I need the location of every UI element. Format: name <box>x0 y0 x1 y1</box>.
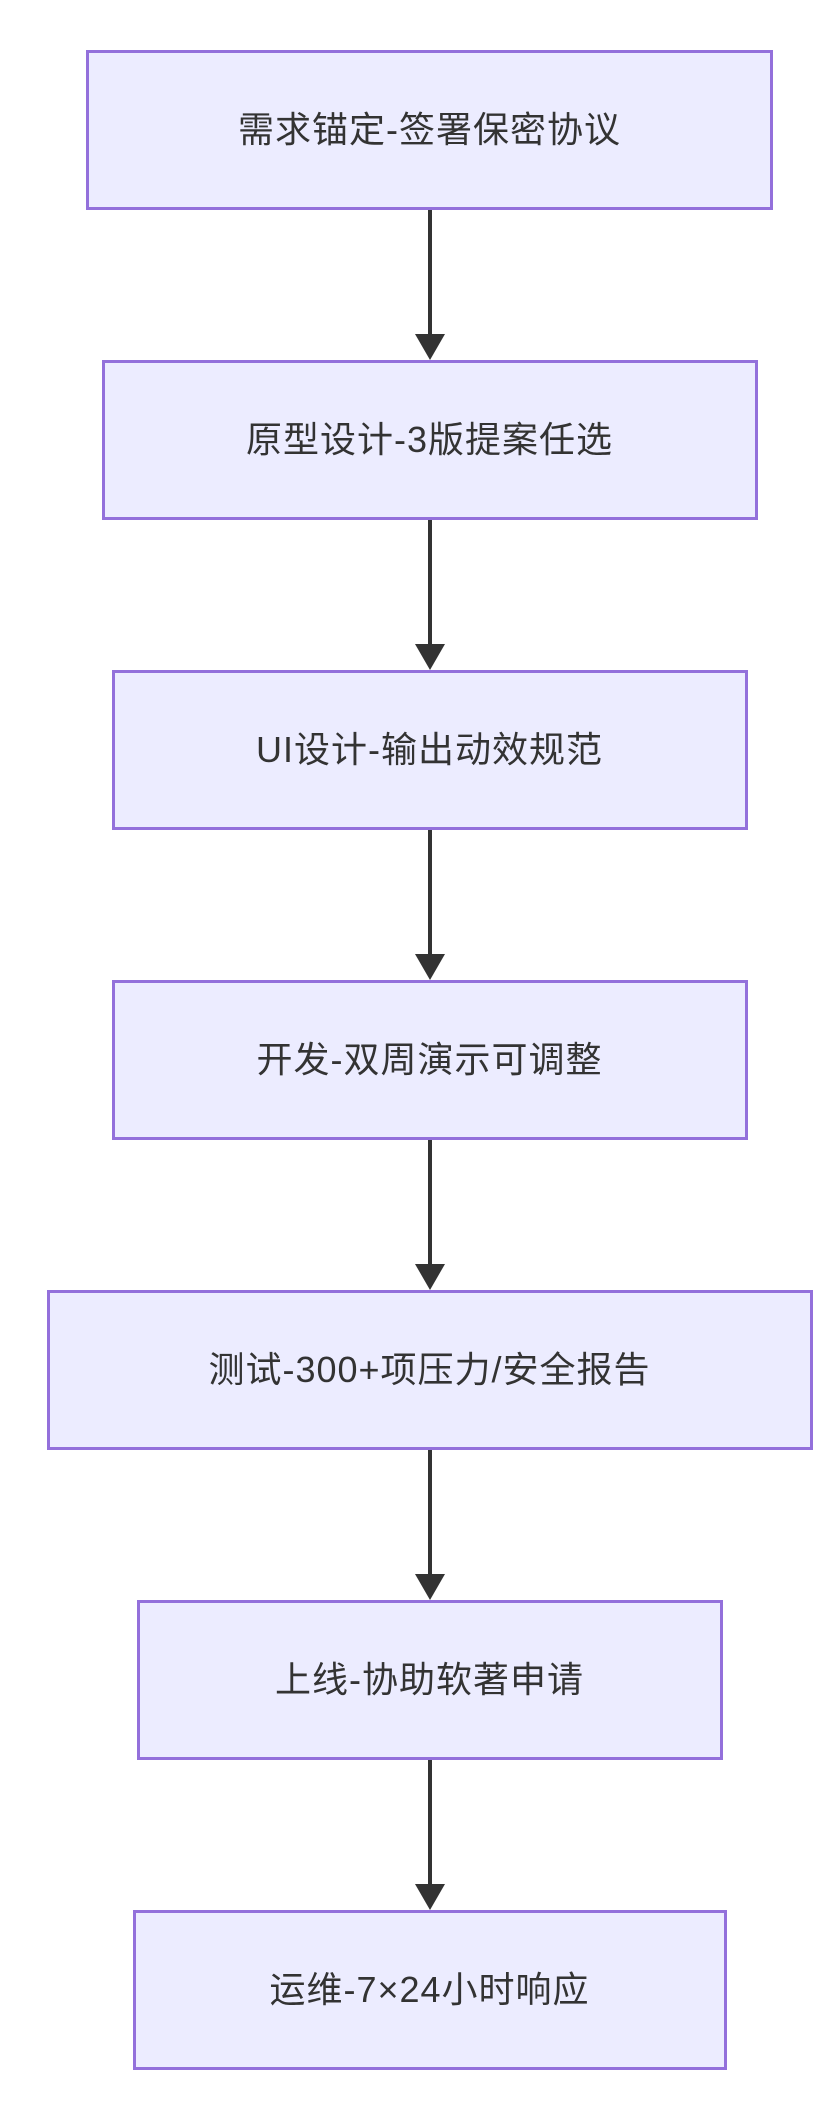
flow-node-requirement: 需求锚定-签署保密协议 <box>86 50 773 210</box>
flow-node-development: 开发-双周演示可调整 <box>111 980 748 1140</box>
flow-arrow-2 <box>414 520 446 670</box>
arrow-line <box>427 830 432 955</box>
arrow-line <box>427 1140 432 1265</box>
flow-node-launch: 上线-协助软著申请 <box>136 1600 723 1760</box>
flow-node-ui-design: UI设计-输出动效规范 <box>111 670 748 830</box>
arrow-line <box>427 1450 432 1575</box>
flow-node-testing-label: 测试-300+项压力/安全报告 <box>208 1349 651 1391</box>
flow-node-launch-label: 上线-协助软著申请 <box>275 1659 584 1701</box>
arrowhead-down-icon <box>414 954 445 980</box>
flow-arrow-3 <box>414 830 446 980</box>
flowchart-column: 需求锚定-签署保密协议 原型设计-3版提案任选 UI设计-输出动效规范 开发-双… <box>16 0 827 2070</box>
flow-node-operations-label: 运维-7×24小时响应 <box>269 1969 590 2011</box>
arrowhead-down-icon <box>414 1574 445 1600</box>
flow-arrow-4 <box>414 1140 446 1290</box>
arrowhead-down-icon <box>414 1264 445 1290</box>
arrowhead-down-icon <box>414 644 445 670</box>
flow-arrow-6 <box>414 1760 446 1910</box>
flow-node-ui-design-label: UI设计-输出动效规范 <box>256 729 603 771</box>
arrow-line <box>427 520 432 645</box>
arrowhead-down-icon <box>414 1884 445 1910</box>
flow-node-development-label: 开发-双周演示可调整 <box>256 1039 603 1081</box>
flow-arrow-1 <box>414 210 446 360</box>
flow-node-requirement-label: 需求锚定-签署保密协议 <box>238 109 621 151</box>
arrow-line <box>427 210 432 335</box>
arrow-line <box>427 1760 432 1885</box>
flow-node-prototype-label: 原型设计-3版提案任选 <box>245 419 613 461</box>
flow-node-testing: 测试-300+项压力/安全报告 <box>46 1290 813 1450</box>
arrowhead-down-icon <box>414 334 445 360</box>
flow-node-prototype: 原型设计-3版提案任选 <box>101 360 758 520</box>
flow-node-operations: 运维-7×24小时响应 <box>132 1910 727 2070</box>
flow-arrow-5 <box>414 1450 446 1600</box>
